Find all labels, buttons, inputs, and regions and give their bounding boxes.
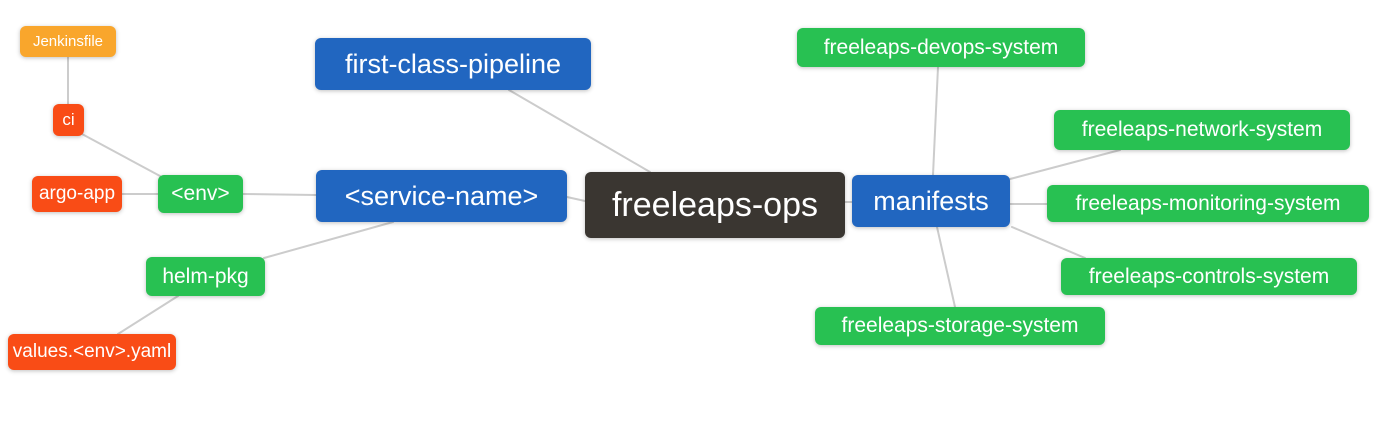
node-label-jenkins: Jenkinsfile (32, 33, 104, 50)
mindmap-node-storage[interactable]: freeleaps-storage-system (815, 307, 1105, 345)
edge-manifests-devops (932, 66, 939, 176)
mindmap-node-fcp[interactable]: first-class-pipeline (315, 38, 591, 90)
mindmap-node-values[interactable]: values.<env>.yaml (8, 334, 176, 370)
node-label-root: freeleaps-ops (611, 185, 818, 224)
node-label-manifests: manifests (873, 185, 989, 216)
node-label-ci: ci (62, 110, 75, 129)
mindmap-node-argo[interactable]: argo-app (32, 176, 122, 212)
mindmap-node-env[interactable]: <env> (158, 175, 243, 213)
edge-manifests-controls (1011, 226, 1086, 259)
node-label-controls: freeleaps-controls-system (1088, 264, 1330, 288)
mindmap-node-service[interactable]: <service-name> (316, 170, 567, 222)
edge-service-root (566, 196, 586, 202)
node-label-network: freeleaps-network-system (1081, 118, 1323, 141)
edge-values-helm (117, 295, 179, 335)
mindmap-node-network[interactable]: freeleaps-network-system (1054, 110, 1350, 150)
edge-helm-service (263, 221, 394, 259)
edge-manifests-storage (936, 226, 956, 308)
node-label-service: <service-name> (344, 180, 539, 211)
mindmap-node-devops[interactable]: freeleaps-devops-system (797, 28, 1085, 67)
mindmap-node-jenkins[interactable]: Jenkinsfile (20, 26, 116, 57)
mindmap-node-controls[interactable]: freeleaps-controls-system (1061, 258, 1357, 295)
edge-env-service (242, 193, 317, 196)
node-label-storage: freeleaps-storage-system (841, 314, 1079, 337)
mindmap-node-root[interactable]: freeleaps-ops (585, 172, 845, 238)
mindmap-node-helm[interactable]: helm-pkg (146, 257, 265, 296)
mindmap-node-manifests[interactable]: manifests (852, 175, 1010, 227)
node-label-fcp: first-class-pipeline (344, 48, 562, 79)
mindmap-node-monitoring[interactable]: freeleaps-monitoring-system (1047, 185, 1369, 222)
node-label-devops: freeleaps-devops-system (823, 35, 1059, 59)
node-label-helm: helm-pkg (162, 264, 249, 288)
mindmap-node-ci[interactable]: ci (53, 104, 84, 136)
edge-fcp-root (508, 89, 651, 173)
node-label-argo: argo-app (38, 183, 116, 204)
edge-manifests-network (1009, 149, 1121, 180)
node-label-env: <env> (171, 182, 230, 205)
edge-ci-env (81, 133, 161, 177)
node-label-monitoring: freeleaps-monitoring-system (1075, 191, 1341, 215)
node-label-values: values.<env>.yaml (12, 341, 172, 362)
